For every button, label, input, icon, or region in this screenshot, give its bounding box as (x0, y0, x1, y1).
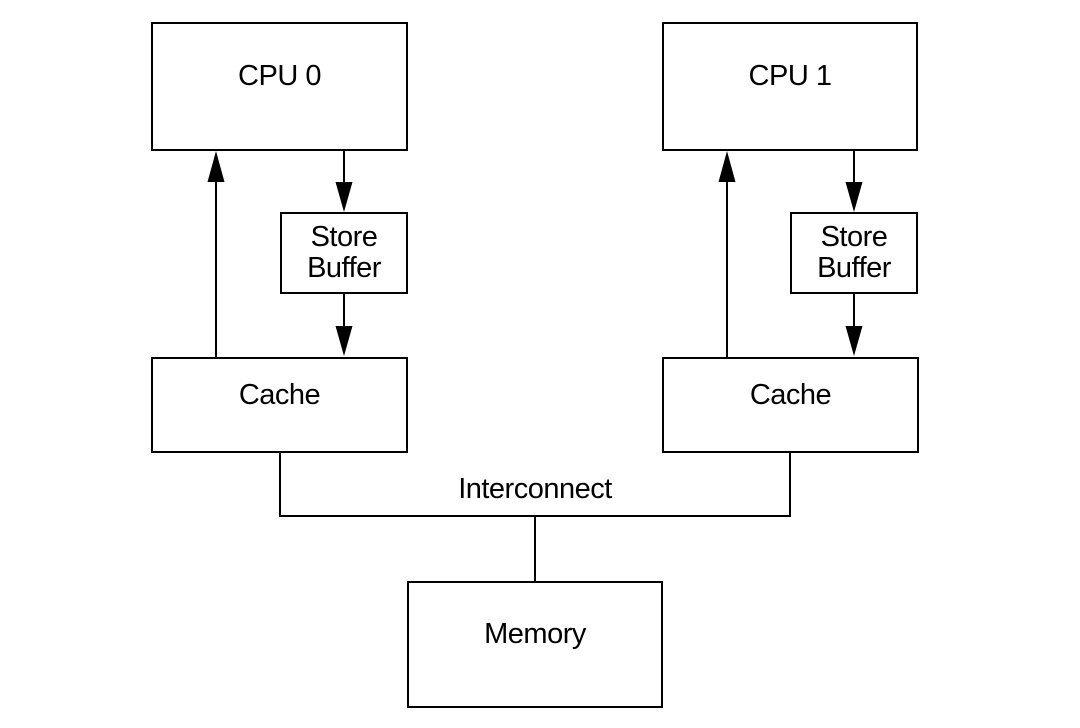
node-store-buffer0: Store Buffer (280, 212, 408, 294)
node-cache0-label: Cache (238, 378, 321, 411)
node-store-buffer1: Store Buffer (790, 212, 918, 294)
arrowhead-up-icon (207, 151, 225, 182)
edge-cache1-to-cpu1 (718, 151, 736, 357)
edge-cpu1-to-store-buffer1 (845, 151, 863, 212)
arrowhead-up-icon (718, 151, 736, 182)
arrowhead-down-icon (845, 326, 863, 356)
node-cache0: Cache (151, 357, 408, 453)
node-memory-label: Memory (484, 618, 586, 650)
edge-store-buffer1-to-cache1 (845, 294, 863, 356)
node-store-buffer1-label: Store Buffer (817, 221, 891, 284)
node-cache1: Cache (662, 357, 919, 453)
node-cache1-label: Cache (749, 378, 832, 411)
arrowhead-down-icon (845, 182, 863, 212)
edge-cpu0-to-store-buffer0 (335, 151, 353, 212)
node-cpu0: CPU 0 (151, 22, 408, 151)
node-store-buffer0-label: Store Buffer (307, 221, 381, 284)
interconnect-label-container: Interconnect (405, 474, 665, 505)
node-memory: Memory (407, 581, 663, 708)
edge-cache0-to-cpu0 (207, 151, 225, 357)
arrowhead-down-icon (335, 182, 353, 212)
node-cpu0-label: CPU 0 (238, 60, 321, 92)
node-cpu1-label: CPU 1 (748, 60, 832, 92)
interconnect-label: Interconnect (458, 473, 612, 505)
arrowhead-down-icon (335, 326, 353, 356)
node-cpu1: CPU 1 (662, 22, 918, 151)
edge-store-buffer0-to-cache0 (335, 294, 353, 356)
